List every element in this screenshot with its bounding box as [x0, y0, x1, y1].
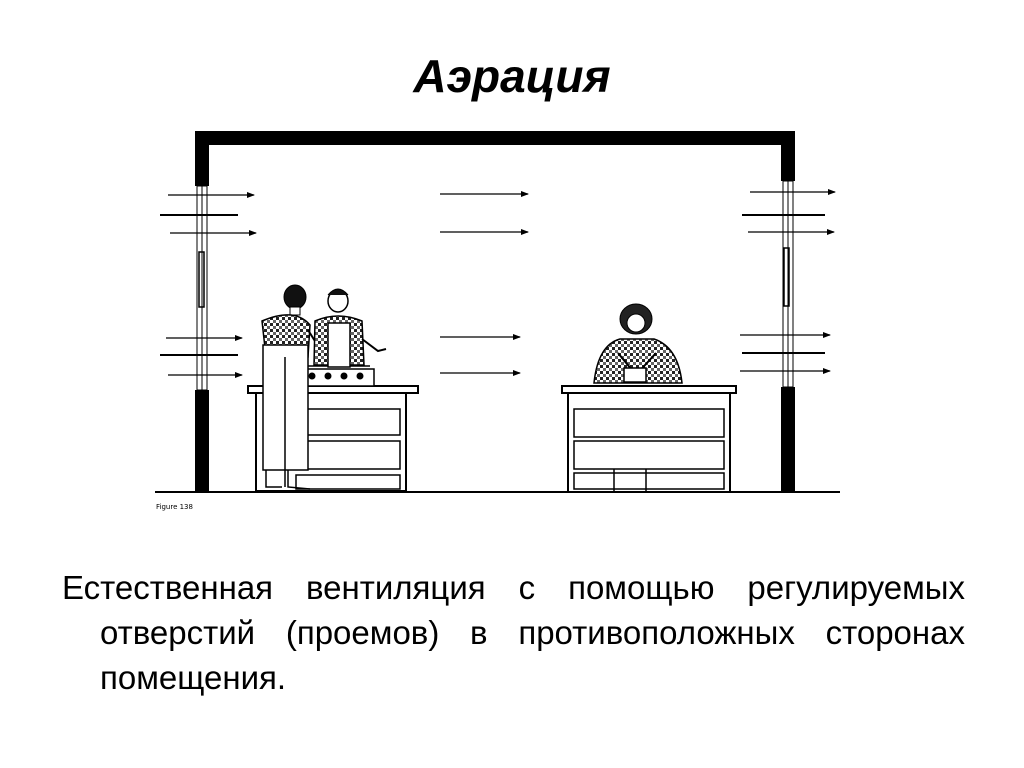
- right-window-opening: [742, 180, 825, 388]
- left-wall-lower: [195, 390, 209, 493]
- aeration-diagram: Figure 138: [150, 125, 850, 520]
- right-wall-lower: [781, 387, 795, 493]
- figure-caption: Figure 138: [156, 503, 193, 511]
- slide-title: Аэрация: [413, 50, 611, 102]
- worker-standing-front: [313, 288, 387, 368]
- aeration-diagram-svg: Figure 138: [155, 131, 840, 511]
- left-wall-upper: [195, 131, 209, 186]
- worker-standing-back: [261, 284, 327, 490]
- airflow-arrows: [166, 189, 836, 378]
- roof: [195, 131, 795, 145]
- left-window-opening: [160, 185, 238, 391]
- worker-seated: [593, 303, 683, 493]
- body-text: Естественная вентиляция с помощью регули…: [62, 569, 965, 696]
- right-wall-upper: [781, 131, 795, 181]
- right-workbench: [561, 385, 737, 493]
